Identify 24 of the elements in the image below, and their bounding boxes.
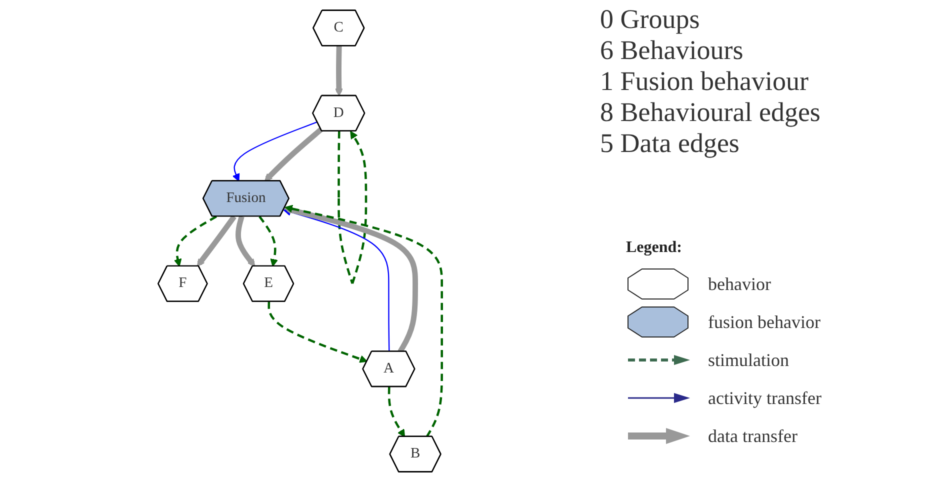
- arrow: [338, 130, 368, 284]
- summary-text: 8 Behavioural edges: [600, 97, 822, 128]
- legend-label: activity transfer: [708, 388, 822, 408]
- arrow: [388, 386, 406, 438]
- arrow: [264, 127, 323, 182]
- legend-title: Legend:: [626, 239, 683, 257]
- arrow: [334, 46, 343, 96]
- arrow: [268, 302, 368, 363]
- arrow: [258, 216, 278, 267]
- arrow: [196, 214, 236, 267]
- legend-label: stimulation: [708, 350, 789, 370]
- arrow: [284, 206, 418, 353]
- summary-text: 6 Behaviours: [600, 35, 744, 66]
- arrow: [235, 216, 256, 267]
- summary-text: 0 Groups: [600, 4, 701, 35]
- arrow: [283, 208, 390, 352]
- legend-label: fusion behavior: [708, 312, 820, 332]
- arrow: [284, 204, 443, 438]
- summary-text: 5 Data edges: [600, 128, 740, 159]
- legend-label: behavior: [708, 274, 771, 294]
- summary-text: 1 Fusion behaviour: [600, 66, 810, 97]
- arrow: [232, 121, 318, 182]
- legend-label: data transfer: [708, 426, 798, 446]
- arrow: [174, 216, 217, 267]
